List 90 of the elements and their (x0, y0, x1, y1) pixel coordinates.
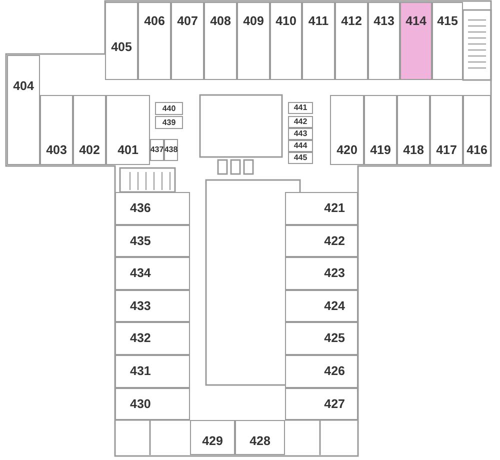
room (285, 355, 358, 388)
room (106, 95, 150, 165)
room-number: 442 (294, 118, 308, 126)
room (190, 420, 235, 455)
room-number: 409 (243, 15, 264, 28)
room-number: 415 (437, 15, 458, 28)
room-number: 431 (130, 365, 151, 378)
room (155, 102, 183, 115)
room-number: 436 (130, 202, 151, 215)
room-number: 433 (130, 300, 151, 312)
room-number: 426 (324, 365, 345, 378)
room-number: 437 (150, 146, 164, 154)
room (288, 140, 313, 152)
room-number: 428 (250, 434, 270, 447)
room-number: 438 (164, 146, 178, 154)
room (285, 192, 358, 225)
room-number: 430 (130, 398, 151, 410)
room-number: 414 (406, 15, 426, 28)
room (285, 257, 358, 290)
room (288, 102, 313, 114)
room (235, 420, 285, 455)
room-number: 413 (374, 15, 394, 28)
room (237, 2, 270, 80)
room (288, 116, 313, 128)
room (115, 225, 190, 257)
room-number: 440 (162, 104, 176, 112)
room (115, 388, 190, 420)
room-number: 404 (13, 80, 34, 92)
room-number: 432 (130, 332, 151, 345)
room (335, 2, 368, 80)
room-number: 410 (276, 15, 296, 28)
room-number: 444 (294, 142, 308, 150)
room (330, 95, 364, 165)
room-number: 419 (370, 144, 391, 156)
room-number: 405 (111, 41, 132, 54)
room-number: 435 (130, 234, 151, 248)
room-number: 422 (324, 234, 345, 248)
room (285, 322, 358, 355)
room-number: 443 (294, 130, 308, 138)
room (115, 257, 190, 290)
room-number: 441 (294, 104, 308, 112)
room (430, 95, 463, 165)
room-number: 411 (308, 15, 329, 28)
room (397, 95, 430, 165)
room-number: 429 (202, 434, 223, 447)
room (432, 2, 463, 80)
room (155, 116, 183, 129)
room-number: 412 (341, 15, 362, 28)
room (270, 2, 302, 80)
room (368, 2, 400, 80)
room-number: 423 (324, 267, 345, 280)
room-number: 427 (324, 398, 345, 410)
room (115, 192, 190, 225)
room (138, 2, 171, 80)
room (115, 290, 190, 322)
room (171, 2, 204, 80)
room-number: 421 (324, 202, 345, 215)
room-number: 403 (46, 144, 67, 156)
room-number: 416 (466, 144, 488, 156)
room-number: 445 (294, 154, 308, 162)
room-number: 406 (144, 15, 165, 28)
room (150, 139, 164, 161)
room (115, 322, 190, 355)
room (288, 152, 313, 164)
room (40, 95, 73, 165)
room (288, 128, 313, 140)
room-number: 425 (324, 332, 345, 345)
room-number: 439 (162, 118, 176, 126)
room (164, 139, 178, 161)
room (7, 55, 40, 165)
room (302, 2, 335, 80)
room (364, 95, 397, 165)
room-number: 407 (177, 15, 198, 28)
room (115, 355, 190, 388)
room-number: 417 (436, 144, 457, 156)
room (73, 95, 106, 165)
room (204, 2, 237, 80)
room (285, 388, 358, 420)
room (400, 2, 432, 80)
room (463, 95, 491, 165)
room-number: 401 (118, 144, 138, 156)
room (285, 290, 358, 322)
room-number: 424 (324, 300, 345, 312)
room (105, 2, 138, 80)
room-number: 434 (130, 267, 151, 280)
room-number: 402 (79, 144, 100, 156)
room-number: 408 (210, 15, 231, 28)
room-number: 418 (403, 144, 424, 156)
room (285, 225, 358, 257)
room-number: 420 (336, 144, 358, 156)
